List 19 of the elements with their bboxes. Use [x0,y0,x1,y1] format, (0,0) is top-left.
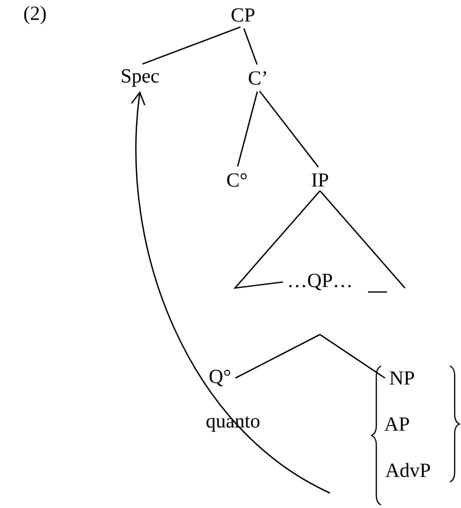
tree-label: Q° [210,370,230,386]
branch-line [259,90,319,168]
branch-line [235,334,320,379]
tree-label: C’ [248,71,266,85]
movement-arrow [131,91,330,494]
branch-line [243,28,258,65]
tree-label: C° [227,173,247,187]
tree-label: CP [232,8,254,22]
tree-label: Spec [122,69,159,87]
tree-label: IP [312,173,328,187]
tree-label: …QP… [289,274,351,290]
tree-label: AdvP [385,462,430,478]
branch-line [142,26,241,65]
text-label: (2) [24,6,46,24]
triangle [233,190,406,289]
tree-label: NP [390,371,414,385]
tree-label: AP [384,417,409,431]
branch-line [237,91,258,167]
branch-line [320,334,386,379]
